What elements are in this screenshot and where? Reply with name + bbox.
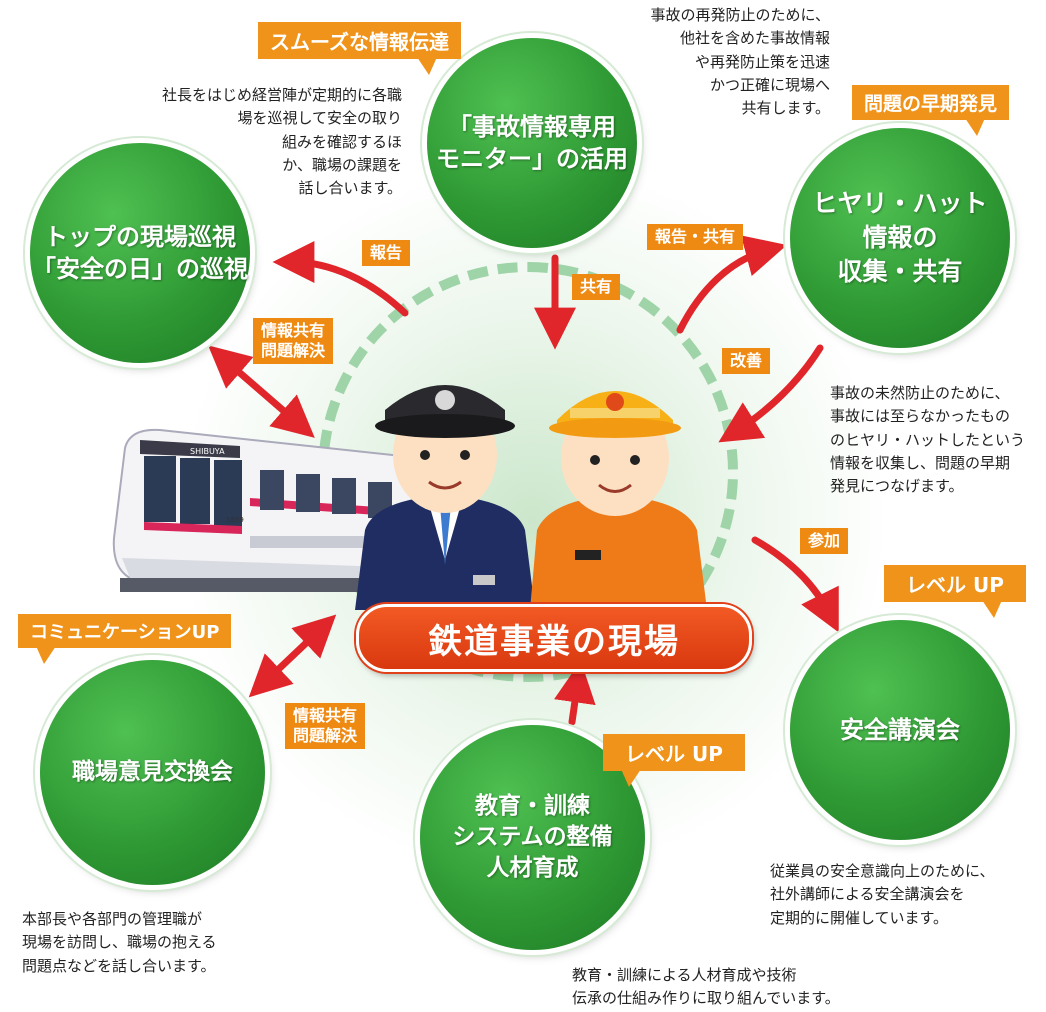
- badge-communication-up: コミュニケーションUP: [18, 614, 232, 664]
- desc-top-patrol: 社長をはじめ経営陣が定期的に各職 場を巡視して安全の取り 組みを確認するほ か、…: [161, 86, 402, 197]
- desc-safety-lecture: 従業員の安全意識向上のために、 社外講師による安全講演会を 定期的に開催していま…: [770, 862, 995, 927]
- desc-education-training: 教育・訓練による人材育成や技術 伝承の仕組み作りに取り組んでいます。: [572, 966, 840, 1008]
- arrow-top-field-both: [208, 345, 315, 438]
- node-workplace-meeting: 職場意見交換会: [40, 660, 265, 885]
- desc-hiyari-hatto: 事故の未然防止のために、 事故には至らなかったもの のヒヤリ・ハットしたという …: [830, 384, 1026, 495]
- center-banner: 鉄道事業の現場: [356, 604, 752, 672]
- desc-accident-monitor: 事故の再発防止のために、 他社を含めた事故情報 や再発防止策を迅速 かつ正確に現…: [650, 6, 830, 117]
- node-safety-lecture-label: 安全講演会: [840, 715, 960, 744]
- node-education-training-label: 教育・訓練 システムの整備 人材育成: [452, 792, 613, 882]
- desc-workplace-meeting: 本部長や各部門の管理職が 現場を訪問し、職場の抱える 問題点などを話し合います。: [22, 910, 217, 975]
- node-top-patrol: トップの現場巡視 「安全の日」の巡視: [30, 143, 250, 363]
- node-accident-monitor-label: 「事故情報専用 モニター」の活用: [436, 112, 628, 173]
- node-workplace-meeting-label: 職場意見交換会: [72, 758, 233, 785]
- badge-level-up-lecture: レベル UP: [884, 565, 1026, 618]
- arrow-report-share: [676, 235, 787, 334]
- badge-early-detection: 問題の早期発見: [852, 85, 1010, 136]
- tag-info-share-problem-solving-bottom: 情報共有 問題解決: [285, 703, 366, 749]
- tag-info-share-problem-solving-top: 情報共有 問題解決: [253, 318, 334, 364]
- arrow-education-up: [554, 660, 596, 726]
- arrow-participate: [751, 536, 839, 633]
- badge-smooth-info: スムーズな情報伝達: [258, 22, 461, 75]
- tag-improve: 改善: [722, 348, 771, 374]
- node-hiyari-hatto-label: ヒヤリ・ハット 情報の 収集・共有: [812, 189, 988, 286]
- arrow-meeting-field-both: [248, 614, 337, 698]
- train-destination: SHIBUYA: [190, 447, 225, 456]
- tag-report: 報告: [362, 240, 411, 266]
- node-safety-lecture: 安全講演会: [790, 620, 1010, 840]
- arrow-improve: [718, 344, 824, 443]
- node-hiyari-hatto: ヒヤリ・ハット 情報の 収集・共有: [790, 128, 1010, 348]
- train-illustration: SHIBUYA 5859: [112, 428, 421, 592]
- train-car-number: 5859: [226, 516, 244, 524]
- arrow-report-to-top: [272, 241, 409, 317]
- tag-report-share: 報告・共有: [647, 224, 744, 250]
- node-accident-monitor: 「事故情報専用 モニター」の活用: [427, 38, 637, 248]
- badge-level-up-education: レベル UP: [603, 734, 745, 787]
- node-top-patrol-label: トップの現場巡視 「安全の日」の巡視: [32, 222, 248, 283]
- staff-illustration: [355, 385, 707, 610]
- tag-participate: 参加: [800, 528, 849, 554]
- tag-share: 共有: [572, 274, 621, 300]
